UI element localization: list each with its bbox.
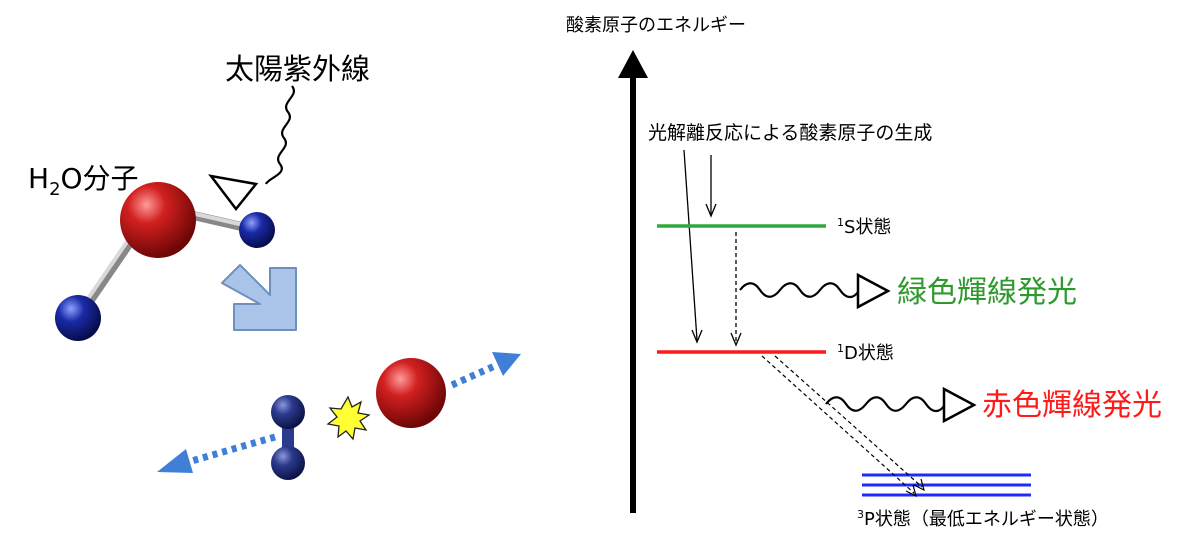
arrow-to-1s: [705, 203, 717, 218]
energy-axis-label: 酸素原子のエネルギー: [566, 15, 746, 36]
red-emission-arrowhead: [942, 386, 977, 424]
uv-label: 太陽紫外線: [225, 52, 370, 86]
green-emission-wave: [739, 282, 859, 299]
product-dotted-path-right: [450, 361, 499, 389]
product-dotted-path-left: [187, 433, 276, 466]
water-hydrogen-atom-right: [239, 212, 275, 248]
energy-axis-arrowhead: [618, 50, 648, 78]
green-emission-arrowhead: [856, 272, 891, 310]
left-panel: 太陽紫外線 H2O分子: [28, 52, 521, 480]
hydrogen-pair-atom-top: [271, 395, 305, 429]
level-3p-label: 3P状態（最低エネルギー状態）: [857, 508, 1109, 530]
oxygen-atom-product: [376, 358, 446, 428]
right-panel: 酸素原子のエネルギー 光解離反応による酸素原子の生成 1S状態 1D状態 3P状…: [566, 15, 1162, 530]
level-3p: [862, 473, 1031, 497]
level-1s-label: 1S状態: [837, 216, 891, 238]
hydrogen-pair-atom-bottom: [271, 446, 305, 480]
product-arrowhead-left: [157, 449, 193, 473]
uv-wave: [264, 85, 295, 185]
molecule-label: H2O分子: [28, 162, 139, 200]
transition-1d-to-3p-a: [761, 355, 915, 494]
reaction-flow-arrow: [221, 264, 297, 331]
red-emission-wave: [825, 396, 945, 413]
red-emission-label: 赤色輝線発光: [982, 388, 1162, 423]
water-hydrogen-atom-left: [55, 295, 101, 341]
bond-o-h-lower: [80, 230, 140, 313]
spark-burst: [326, 395, 371, 441]
uv-arrowhead: [208, 174, 259, 212]
green-emission-label: 緑色輝線発光: [897, 275, 1077, 310]
transition-1d-to-3p-b: [774, 355, 923, 488]
arrow-to-1d: [691, 329, 703, 344]
product-arrowhead-right: [492, 352, 521, 376]
water-oxygen-atom: [120, 182, 196, 258]
level-1d-label: 1D状態: [837, 342, 894, 364]
process-label: 光解離反応による酸素原子の生成: [648, 122, 932, 144]
